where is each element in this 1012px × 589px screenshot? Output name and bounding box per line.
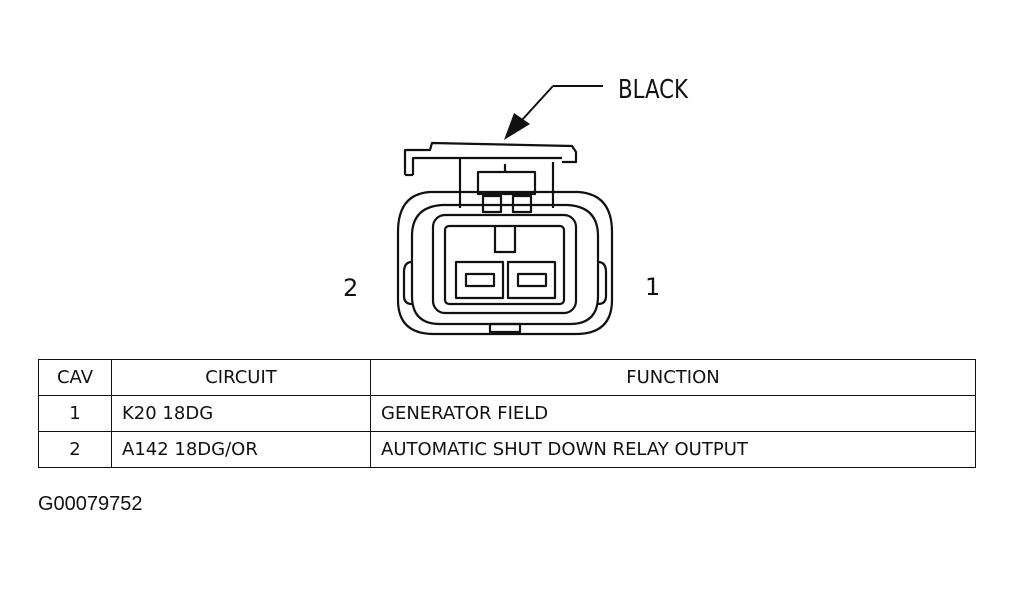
cavity-label-1: 1	[645, 273, 660, 301]
cell-circuit: K20 18DG	[111, 395, 371, 432]
header-circuit: CIRCUIT	[111, 359, 371, 396]
callout-arrowhead	[504, 113, 530, 140]
figure-id: G00079752	[38, 493, 143, 515]
table-row: 2 A142 18DG/OR AUTOMATIC SHUT DOWN RELAY…	[38, 431, 976, 468]
cell-cav: 1	[38, 395, 112, 432]
connector-face	[396, 141, 614, 336]
cell-function: AUTOMATIC SHUT DOWN RELAY OUTPUT	[370, 431, 976, 468]
cavity-label-2: 2	[343, 274, 358, 302]
cell-circuit: A142 18DG/OR	[111, 431, 371, 468]
header-cav: CAV	[38, 359, 112, 396]
connector-color-label: BLACK	[618, 75, 689, 105]
table-header-row: CAV CIRCUIT FUNCTION	[38, 359, 976, 396]
cell-function: GENERATOR FIELD	[370, 395, 976, 432]
pinout-table: CAV CIRCUIT FUNCTION 1 K20 18DG GENERATO…	[38, 359, 976, 468]
header-function: FUNCTION	[370, 359, 976, 396]
table-row: 1 K20 18DG GENERATOR FIELD	[38, 395, 976, 432]
callout-leader	[521, 85, 603, 121]
cell-cav: 2	[38, 431, 112, 468]
